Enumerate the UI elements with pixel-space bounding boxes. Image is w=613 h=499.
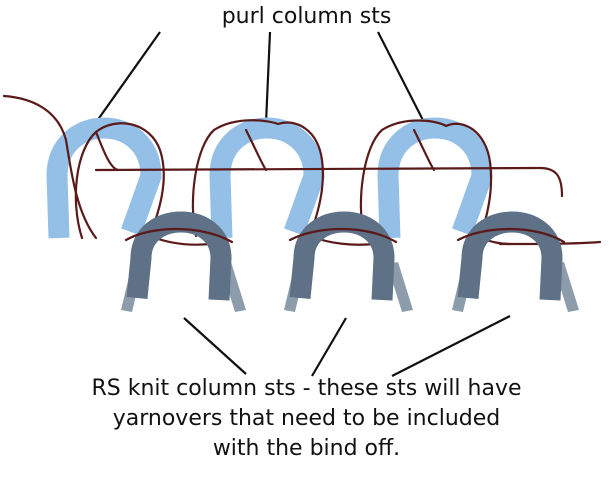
leader-line-knit-3 [391,315,511,377]
knit-column-label-line-1: RS knit column sts - these sts will have [91,376,522,401]
yarn-cross-knit-2 [288,227,398,244]
leader-line-purl-3 [377,31,429,131]
purl-stitch-3 [377,117,493,239]
yarn-loop-purl-3 [359,119,493,240]
purl-column-label: purl column sts [221,4,392,29]
yarn-cross-knit-3 [456,227,566,244]
knit-column-label-line-2: yarnovers that need to be included [112,406,501,431]
leader-line-knit-1 [183,317,247,375]
knit-stitches [126,211,563,301]
yarn-loop-purl-1 [74,122,165,240]
purl-stitch-2 [209,117,325,239]
purl-stitches [46,117,493,239]
yarn-loop-purl-2-inner [244,128,268,172]
knit-stitch-1 [126,211,232,301]
top-leader-lines [91,31,429,131]
leader-line-purl-1 [91,31,161,129]
knit-stitch-3 [457,211,563,301]
yarn-loop-purl-3-inner [412,128,436,172]
bottom-leader-lines [183,315,511,377]
yarn-loop-purl-2 [191,119,324,238]
yarn-cross-knit-1 [124,227,234,244]
knit-stitch-2 [289,211,395,301]
knit-column-label: RS knit column sts - these sts will have… [0,374,613,464]
knit-stitch-back-legs [121,260,579,312]
yarn-tail-left [2,94,98,240]
yarn-running-strand [94,166,564,198]
purl-stitch-1 [46,117,162,239]
leader-line-purl-2 [264,31,272,124]
yarn-loop-purl-1-inner [94,130,120,172]
yarn-front-crossings [124,227,566,244]
knit-column-label-line-3: with the bind off. [212,436,401,461]
leader-line-knit-2 [311,317,347,377]
